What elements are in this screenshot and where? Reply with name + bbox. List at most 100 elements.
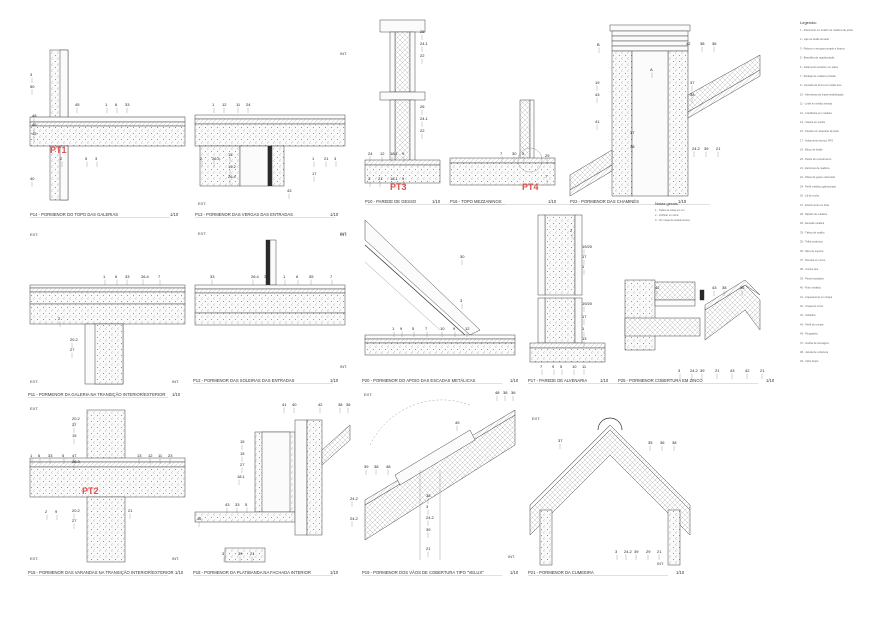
material-callout: 15 bbox=[228, 152, 233, 157]
legend-line: 38 - Contra-ripa bbox=[800, 267, 819, 271]
material-callout: 31 bbox=[264, 274, 269, 279]
panel-p20 bbox=[364, 219, 516, 356]
material-callout: 38 bbox=[503, 390, 508, 395]
material-callout: 5 bbox=[85, 156, 88, 161]
panel-caption: P25 - PORMENOR COBERTURA EM ZINCO bbox=[618, 378, 703, 383]
material-callout: 20.2 bbox=[70, 337, 79, 342]
material-callout: 38 bbox=[690, 92, 695, 97]
material-callout: 33 bbox=[125, 274, 130, 279]
material-callout: 26.4 bbox=[251, 274, 260, 279]
panel-p20-text: P20 - PORMENOR DO APOIO DAS ESCADAS METÁ… bbox=[362, 254, 519, 384]
material-callout: 9 bbox=[400, 326, 403, 331]
material-callout: 1 bbox=[312, 156, 315, 161]
material-callout: 26.4 bbox=[228, 174, 237, 179]
legend-line: 33 - Tábua de soalho bbox=[800, 230, 825, 234]
panel-p18 bbox=[194, 419, 351, 563]
material-callout: 41 bbox=[595, 119, 600, 124]
legend-line: 26 - Lã de rocha bbox=[800, 194, 819, 198]
legend-line: 45 - Perfil de remate bbox=[800, 322, 824, 326]
material-callout: 3 bbox=[426, 504, 429, 509]
material-callout: 33 bbox=[125, 102, 130, 107]
material-callout: 48 bbox=[386, 464, 391, 469]
material-callout: 39 bbox=[700, 368, 705, 373]
material-callout: 37 bbox=[558, 438, 563, 443]
material-callout: 36 bbox=[712, 41, 717, 46]
panel-p10 bbox=[364, 19, 441, 184]
detail-marker: PT1 bbox=[50, 145, 67, 155]
material-callout: 21 bbox=[378, 176, 383, 181]
material-callout: 42 bbox=[318, 402, 323, 407]
legend-line: 5 - Betonilha de regularização bbox=[800, 56, 835, 60]
panel-scale: 1/10 bbox=[170, 212, 179, 217]
material-callout: 36 bbox=[740, 285, 745, 290]
material-callout: 29 bbox=[545, 153, 550, 158]
material-callout: 19/20 bbox=[582, 244, 593, 249]
panel-scale: 1/10 bbox=[600, 378, 609, 383]
material-callout: 24.2 bbox=[350, 496, 359, 501]
panel-p14 bbox=[29, 49, 186, 201]
side-tag: EXT. bbox=[198, 201, 206, 206]
material-callout: 38 bbox=[630, 144, 635, 149]
legend-line: 22 - Placa de gesso cartonado bbox=[800, 175, 836, 179]
material-callout: 30 bbox=[460, 254, 465, 259]
material-callout: 43 bbox=[730, 368, 735, 373]
material-callout: 24.2 bbox=[624, 549, 633, 554]
side-tag: INT. bbox=[340, 231, 347, 236]
material-callout: 12 bbox=[148, 453, 153, 458]
panel-scale: 1/10 bbox=[676, 570, 685, 575]
panel-scale: 1/10 bbox=[172, 392, 181, 397]
material-callout: 22 bbox=[420, 53, 425, 58]
legend-lines: 1 - Pavimento em soalho de madeira de pi… bbox=[800, 28, 854, 363]
material-callout: 36 bbox=[511, 390, 516, 395]
material-callout: 5 bbox=[522, 151, 525, 156]
material-callout: 39 bbox=[238, 551, 243, 556]
material-callout: 11 bbox=[236, 102, 241, 107]
legend-line: 19 - Bloco de betão bbox=[800, 148, 823, 152]
material-callout: 38 bbox=[672, 440, 677, 445]
material-callout: 7 bbox=[540, 364, 543, 369]
material-callout: 21 bbox=[250, 551, 255, 556]
material-callout: 1 bbox=[30, 453, 33, 458]
material-callout: 26 bbox=[420, 104, 425, 109]
general-notes: Notas gerais: 1 - Todas as cotas em cm2 … bbox=[655, 201, 690, 222]
material-callout: 22 bbox=[420, 128, 425, 133]
panel-caption: P17 - PAREDE DE ALVENARIA bbox=[528, 378, 587, 383]
legend-line: 1 - Pavimento em soalho de madeira de pi… bbox=[800, 28, 854, 32]
material-callout: 12 bbox=[222, 102, 227, 107]
detail-marker: PT4 bbox=[522, 182, 539, 192]
panel-p22 bbox=[569, 24, 761, 197]
material-callout: 9 bbox=[55, 509, 58, 514]
notes-lines: 1 - Todas as cotas em cm2 - Verificar em… bbox=[655, 208, 690, 222]
material-callout: 3 bbox=[615, 549, 618, 554]
material-callout: 43 bbox=[225, 502, 230, 507]
panel-scale: 1/10 bbox=[330, 570, 339, 575]
material-callout: 23 bbox=[168, 453, 173, 458]
material-callout: 5 bbox=[62, 453, 65, 458]
panel-caption: P12 - PORMENOR DAS SOLEIRAS DAS ENTRADAS bbox=[193, 378, 295, 383]
legend-line: 24 - Perfil metálico galvanizado bbox=[800, 184, 837, 188]
material-callout: 6 bbox=[115, 102, 118, 107]
panel-scale: 1/10 bbox=[678, 199, 687, 204]
material-callout: 45 bbox=[75, 102, 80, 107]
legend: Legenda: 1 - Pavimento em soalho de made… bbox=[800, 20, 854, 363]
material-callout: 49 bbox=[455, 420, 460, 425]
note-line: 3 - Ver mapa de acabamentos bbox=[655, 218, 690, 222]
legend-line: 20 - Pedra de revestimento bbox=[800, 157, 832, 161]
side-tag: INT. bbox=[340, 51, 347, 56]
detail-marker: PT3 bbox=[390, 182, 407, 192]
panel-caption: P16 - TOPO MEZZANINOS bbox=[450, 199, 502, 204]
detail-marker: PT2 bbox=[82, 486, 99, 496]
material-callout: 19 bbox=[595, 80, 600, 85]
material-callout: 9 bbox=[453, 326, 456, 331]
material-callout: 27 bbox=[240, 462, 245, 467]
material-callout: 27 bbox=[72, 518, 77, 523]
material-callout: 48 bbox=[32, 113, 37, 118]
legend-line: 13 - Soleira em pedra bbox=[800, 120, 825, 124]
material-callout: 26.3 bbox=[72, 459, 81, 464]
side-tag: INT. bbox=[508, 554, 515, 559]
material-callout: 24.2 bbox=[350, 516, 359, 521]
legend-line: 10 - Membrana de impermeabilização bbox=[800, 92, 844, 96]
